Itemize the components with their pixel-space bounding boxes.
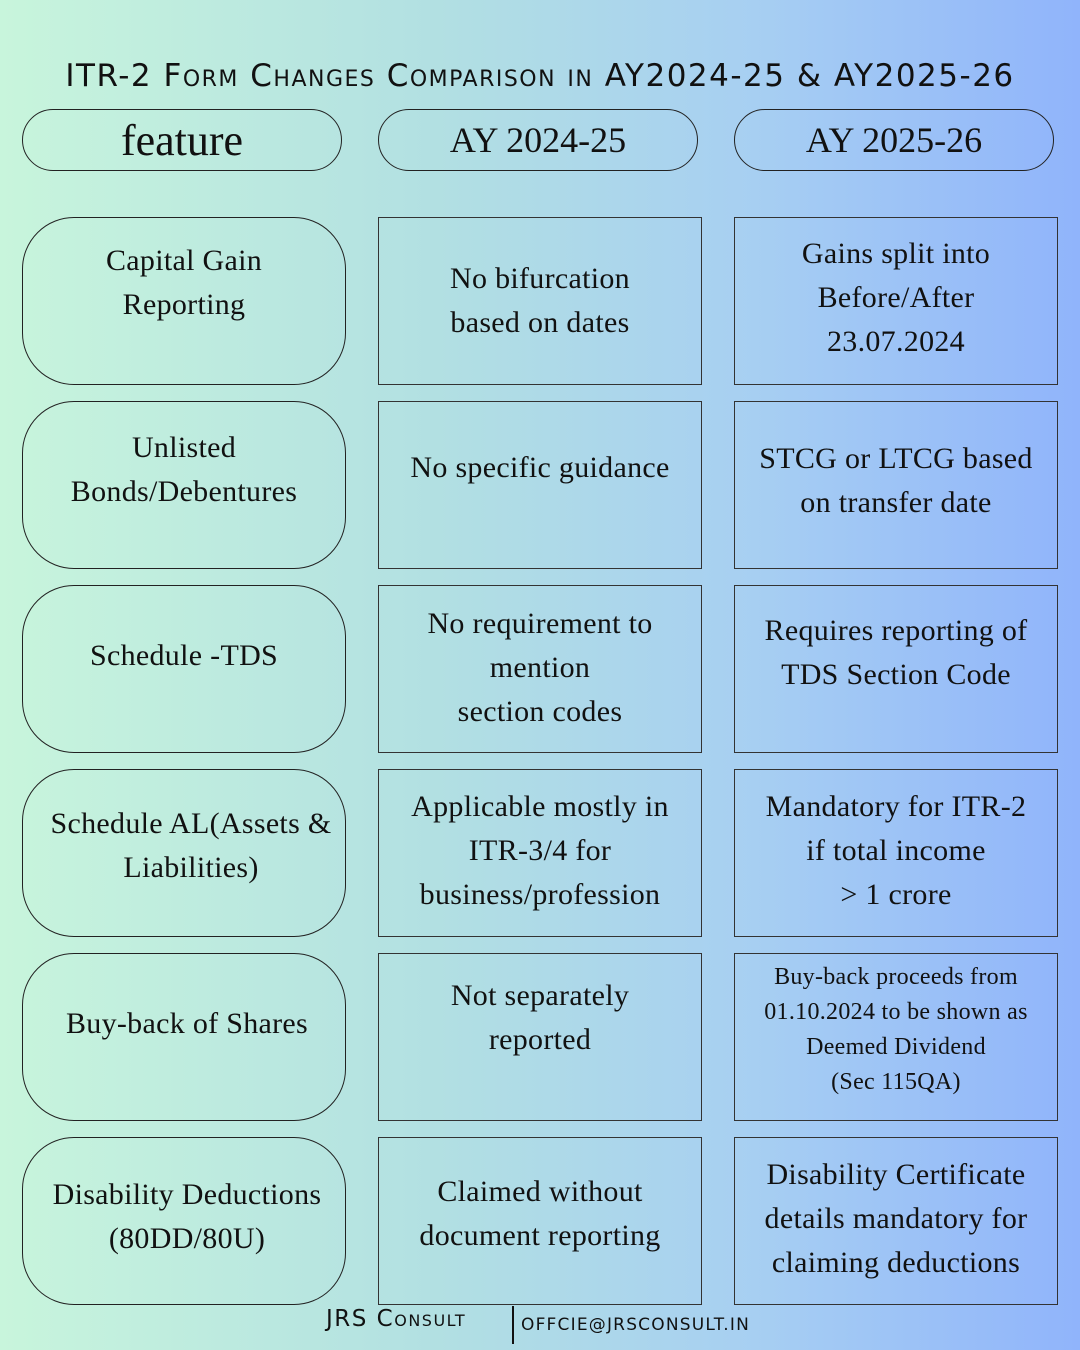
ay-2024-25-cell: Applicable mostly in ITR-3/4 for busines… (378, 769, 702, 937)
feature-line: Reporting (122, 288, 246, 321)
footer-email: OFFCIE@JRSCONSULT.IN (521, 1315, 751, 1335)
cell-line: details mandatory for (764, 1202, 1028, 1235)
ay-2025-26-cell: Mandatory for ITR-2 if total income > 1 … (734, 769, 1058, 937)
ay-2025-26-cell: Disability Certificate details mandatory… (734, 1137, 1058, 1305)
feature-line: Unlisted (131, 431, 237, 464)
cell-line: Not separately (450, 979, 630, 1012)
footer-divider (512, 1306, 514, 1344)
ay-2025-26-cell: STCG or LTCG based on transfer date (734, 401, 1058, 569)
footer-brand: JRS Consult (326, 1306, 467, 1332)
cell-line: if total income (806, 834, 986, 867)
ay-2025-26-cell: Gains split into Before/After 23.07.2024 (734, 217, 1058, 385)
ay-2024-25-cell: No bifurcation based on dates (378, 217, 702, 385)
feature-line: Buy-back of Shares (65, 1007, 308, 1040)
feature-cell: Schedule -TDS (22, 585, 346, 753)
cell-line: No requirement to (427, 607, 653, 640)
feature-line: Schedule -TDS (89, 639, 279, 672)
feature-cell: Schedule AL(Assets & Liabilities) (22, 769, 346, 937)
feature-line: Bonds/Debentures (70, 475, 298, 508)
ay-2024-25-cell: No requirement to mention section codes (378, 585, 702, 753)
cell-line: section codes (457, 695, 623, 728)
cell-line: Gains split into (801, 237, 991, 270)
feature-line: Disability Deductions (52, 1178, 322, 1211)
feature-line: Capital Gain (105, 244, 263, 277)
cell-line: ITR-3/4 for (468, 834, 612, 867)
cell-line: Applicable mostly in (411, 790, 669, 823)
cell-line: TDS Section Code (781, 658, 1011, 691)
cell-line: No bifurcation (450, 262, 630, 295)
ay-2025-26-cell: Buy-back proceeds from 01.10.2024 to be … (734, 953, 1058, 1121)
cell-line: Claimed without (437, 1175, 643, 1208)
ay-2025-26-cell: Requires reporting of TDS Section Code (734, 585, 1058, 753)
cell-line: business/profession (419, 878, 661, 911)
cell-line: Deemed Dividend (806, 1034, 986, 1060)
feature-cell: Buy-back of Shares (22, 953, 346, 1121)
cell-line: 23.07.2024 (826, 325, 965, 358)
ay-2024-25-cell: Not separately reported (378, 953, 702, 1121)
cell-line: Requires reporting of (764, 614, 1028, 647)
cell-line: based on dates (450, 306, 630, 339)
header-feature: feature (22, 109, 342, 171)
feature-line: (80DD/80U) (108, 1222, 266, 1255)
ay-2024-25-cell: No specific guidance (378, 401, 702, 569)
cell-line: > 1 crore (840, 878, 952, 911)
cell-line: on transfer date (800, 486, 992, 519)
cell-line: No specific guidance (410, 451, 670, 484)
header-ay-2024-25: AY 2024-25 (378, 109, 698, 171)
cell-line: mention (489, 651, 591, 684)
page-title: ITR-2 Form Changes Comparison in AY2024-… (65, 58, 1015, 94)
feature-line: Schedule AL(Assets & (50, 807, 332, 840)
cell-line: (Sec 115QA) (831, 1069, 961, 1095)
cell-line: claiming deductions (771, 1246, 1021, 1279)
feature-cell: Unlisted Bonds/Debentures (22, 401, 346, 569)
cell-line: Disability Certificate (766, 1158, 1026, 1191)
ay-2024-25-cell: Claimed without document reporting (378, 1137, 702, 1305)
feature-cell: Disability Deductions (80DD/80U) (22, 1137, 346, 1305)
cell-line: Buy-back proceeds from (774, 964, 1018, 990)
feature-line: Liabilities) (123, 851, 259, 884)
cell-line: document reporting (419, 1219, 661, 1252)
cell-line: Before/After (817, 281, 975, 314)
header-ay-2025-26: AY 2025-26 (734, 109, 1054, 171)
cell-line: Mandatory for ITR-2 (765, 790, 1027, 823)
cell-line: reported (488, 1023, 592, 1056)
cell-line: 01.10.2024 to be shown as (764, 999, 1028, 1025)
feature-cell: Capital Gain Reporting (22, 217, 346, 385)
cell-line: STCG or LTCG based (759, 442, 1033, 475)
